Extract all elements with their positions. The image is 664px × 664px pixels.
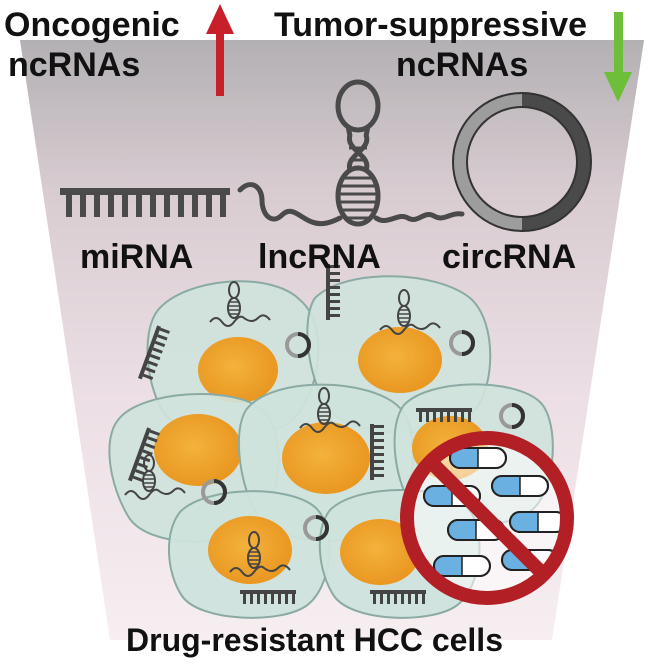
oncogenic-label-line2: ncRNAs bbox=[8, 46, 141, 84]
capsule-icon bbox=[491, 475, 549, 497]
suppressive-label-line2: ncRNAs bbox=[396, 46, 529, 84]
oncogenic-label-line1: Oncogenic bbox=[4, 6, 180, 44]
suppressive-label-line1: Tumor-suppressive bbox=[274, 6, 588, 44]
capsule-icon bbox=[509, 511, 567, 533]
cell-nucleus bbox=[358, 327, 442, 393]
arrow-up-icon bbox=[206, 4, 234, 96]
cell-nucleus bbox=[198, 337, 278, 403]
arrow-down-icon bbox=[604, 12, 632, 102]
circrna-ring-icon bbox=[452, 92, 592, 232]
circrna-label: circRNA bbox=[442, 238, 577, 276]
lncrna-hairpin-icon bbox=[237, 79, 465, 227]
capsule-icon bbox=[449, 447, 507, 469]
lncrna-label: lncRNA bbox=[258, 238, 381, 276]
cell-nucleus bbox=[154, 414, 242, 486]
footer-title: Drug-resistant HCC cells bbox=[126, 622, 503, 658]
cell-nucleus bbox=[340, 519, 420, 585]
mirna-label: miRNA bbox=[80, 238, 194, 276]
drug-prohibition-icon bbox=[400, 431, 574, 605]
mirna-comb-icon bbox=[60, 188, 230, 217]
cell-nucleus bbox=[282, 422, 370, 494]
capsule-icon bbox=[433, 555, 491, 577]
